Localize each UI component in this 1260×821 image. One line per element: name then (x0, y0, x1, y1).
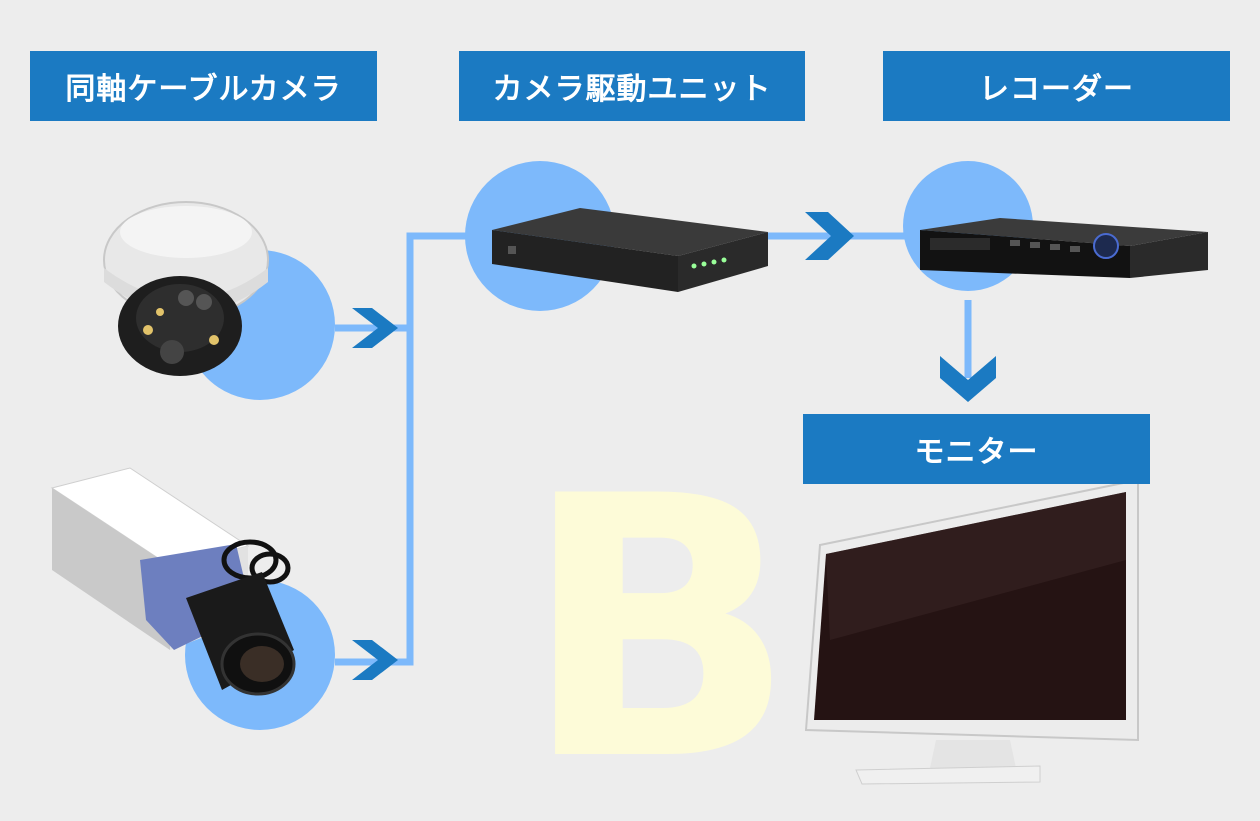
dome-camera-image (103, 201, 269, 376)
arrows (352, 212, 996, 680)
camera-driver-unit-label-text: カメラ駆動ユニット (492, 72, 772, 107)
recorder-image (920, 218, 1208, 278)
camera-to-driver-line (335, 232, 470, 332)
recorder-label-text: レコーダー (979, 72, 1134, 107)
monitor-label: モニター (803, 414, 1150, 484)
chevron-right-icon (352, 308, 398, 348)
camera-driver-unit-label: カメラ駆動ユニット (459, 51, 805, 121)
coax-camera-label: 同軸ケーブルカメラ (30, 51, 377, 121)
recorder-label: レコーダー (883, 51, 1230, 121)
box-camera-image (50, 467, 296, 696)
monitor-label-text: モニター (914, 435, 1039, 470)
monitor-image (804, 478, 1139, 785)
chevron-right-icon (352, 640, 398, 680)
camera-driver-unit-image (492, 208, 768, 292)
chevron-down-icon (940, 356, 996, 402)
lower-camera-line (335, 326, 414, 666)
watermark-letter-b: B (522, 420, 797, 821)
chevron-right-icon (805, 212, 854, 260)
coax-camera-label-text: 同軸ケーブルカメラ (65, 72, 342, 107)
